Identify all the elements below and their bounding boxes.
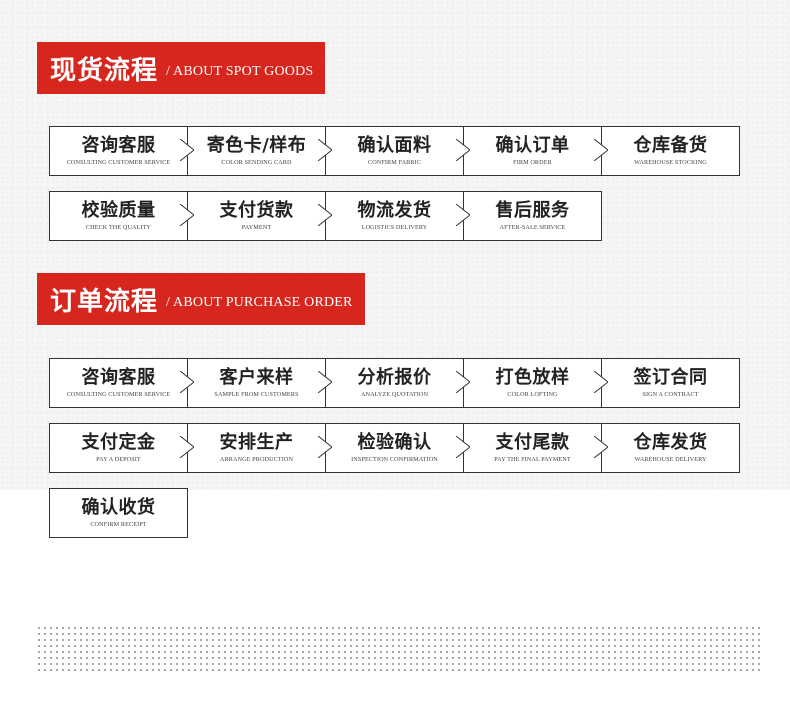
step-label: 仓库备货 xyxy=(633,135,708,156)
step-sublabel: PAYMENT xyxy=(241,224,272,231)
spot-step-logistics: 物流发货 LOGISTICS DELIVERY xyxy=(325,191,464,241)
step-sublabel: LOGISTICS DELIVERY xyxy=(361,224,428,231)
step-sublabel: SIGN A CONTRACT xyxy=(642,391,699,398)
step-sublabel: WAREHOUSE DELIVERY xyxy=(634,456,707,463)
step-label: 确认面料 xyxy=(357,135,432,156)
purchase-order-banner: 订单流程 / ABOUT PURCHASE ORDER xyxy=(37,273,365,325)
order-step-production: 安排生产 ARRANGE PRODUCTION xyxy=(187,423,326,473)
order-step-consulting: 咨询客服 CONSULTING CUSTOMER SERVICE xyxy=(49,358,188,408)
purchase-order-subtitle: / ABOUT PURCHASE ORDER xyxy=(166,295,353,310)
chevron-right-icon xyxy=(180,436,194,458)
step-sublabel: COLOR LOFTING xyxy=(507,391,558,398)
step-sublabel: AFTER-SALE SERVICE xyxy=(499,224,566,231)
step-sublabel: ANALYZE QUOTATION xyxy=(360,391,429,398)
chevron-right-icon xyxy=(456,139,470,161)
step-label: 物流发货 xyxy=(357,200,432,221)
step-label: 确认收货 xyxy=(81,497,156,518)
step-label: 校验质量 xyxy=(81,200,156,221)
spot-step-consulting: 咨询客服 CONSULTING CUSTOMER SERVICE xyxy=(49,126,188,176)
chevron-right-icon xyxy=(180,371,194,393)
chevron-right-icon xyxy=(180,204,194,226)
order-step-final-payment: 支付尾款 PAY THE FINAL PAYMENT xyxy=(463,423,602,473)
chevron-right-icon xyxy=(318,436,332,458)
chevron-right-icon xyxy=(180,139,194,161)
spot-step-warehouse-stocking: 仓库备货 WAREHOUSE STOCKING xyxy=(601,126,740,176)
step-label: 客户来样 xyxy=(219,367,294,388)
spot-goods-title: 现货流程 xyxy=(50,55,159,86)
step-sublabel: PAY A DEPOSIT xyxy=(96,456,141,463)
order-step-quotation: 分析报价 ANALYZE QUOTATION xyxy=(325,358,464,408)
dotted-pattern-decoration xyxy=(36,625,764,673)
order-step-warehouse-delivery: 仓库发货 WAREHOUSE DELIVERY xyxy=(601,423,740,473)
purchase-order-title: 订单流程 xyxy=(50,286,159,317)
spot-step-after-sale: 售后服务 AFTER-SALE SERVICE xyxy=(463,191,602,241)
spot-goods-subtitle: / ABOUT SPOT GOODS xyxy=(166,64,314,79)
chevron-right-icon xyxy=(594,371,608,393)
step-sublabel: CONSULTING CUSTOMER SERVICE xyxy=(66,159,171,166)
order-step-deposit: 支付定金 PAY A DEPOSIT xyxy=(49,423,188,473)
order-step-inspection: 检验确认 INSPECTION CONFIRMATION xyxy=(325,423,464,473)
chevron-right-icon xyxy=(318,139,332,161)
spot-step-payment: 支付货款 PAYMENT xyxy=(187,191,326,241)
step-sublabel: PAY THE FINAL PAYMENT xyxy=(494,456,571,463)
step-sublabel: CHECK THE QUALITY xyxy=(85,224,152,231)
step-label: 支付货款 xyxy=(219,200,294,221)
step-label: 检验确认 xyxy=(357,432,432,453)
spot-step-confirm-fabric: 确认面料 CONFIRM FABRIC xyxy=(325,126,464,176)
order-step-contract: 签订合同 SIGN A CONTRACT xyxy=(601,358,740,408)
step-label: 仓库发货 xyxy=(633,432,708,453)
step-sublabel: INSPECTION CONFIRMATION xyxy=(351,456,438,463)
step-label: 分析报价 xyxy=(357,367,432,388)
step-sublabel: SAMPLE FROM CUSTOMERS xyxy=(214,391,299,398)
step-sublabel: FIRM ORDER xyxy=(513,159,552,166)
step-label: 确认订单 xyxy=(495,135,570,156)
step-sublabel: ARRANGE PRODUCTION xyxy=(219,456,294,463)
chevron-right-icon xyxy=(456,204,470,226)
order-step-sample: 客户来样 SAMPLE FROM CUSTOMERS xyxy=(187,358,326,408)
spot-step-firm-order: 确认订单 FIRM ORDER xyxy=(463,126,602,176)
step-label: 寄色卡/样布 xyxy=(206,135,307,156)
step-label: 咨询客服 xyxy=(81,135,156,156)
step-label: 打色放样 xyxy=(495,367,570,388)
chevron-right-icon xyxy=(318,204,332,226)
step-label: 支付尾款 xyxy=(495,432,570,453)
step-sublabel: WAREHOUSE STOCKING xyxy=(634,159,707,166)
order-step-confirm-receipt: 确认收货 CONFIRM RECEIPT xyxy=(49,488,188,538)
step-label: 售后服务 xyxy=(495,200,570,221)
spot-goods-banner: 现货流程 / ABOUT SPOT GOODS xyxy=(37,42,326,94)
chevron-right-icon xyxy=(318,371,332,393)
step-sublabel: CONFIRM FABRIC xyxy=(367,159,422,166)
order-step-color-lofting: 打色放样 COLOR LOFTING xyxy=(463,358,602,408)
spot-step-color-card: 寄色卡/样布 COLOR SENDING CARD xyxy=(187,126,326,176)
chevron-right-icon xyxy=(594,436,608,458)
step-label: 咨询客服 xyxy=(81,367,156,388)
spot-step-check-quality: 校验质量 CHECK THE QUALITY xyxy=(49,191,188,241)
chevron-right-icon xyxy=(456,371,470,393)
step-sublabel: CONFIRM RECEIPT xyxy=(90,521,147,528)
step-label: 安排生产 xyxy=(219,432,294,453)
step-sublabel: CONSULTING CUSTOMER SERVICE xyxy=(66,391,171,398)
step-sublabel: COLOR SENDING CARD xyxy=(221,159,292,166)
chevron-right-icon xyxy=(456,436,470,458)
step-label: 签订合同 xyxy=(633,367,708,388)
chevron-right-icon xyxy=(594,139,608,161)
step-label: 支付定金 xyxy=(81,432,156,453)
